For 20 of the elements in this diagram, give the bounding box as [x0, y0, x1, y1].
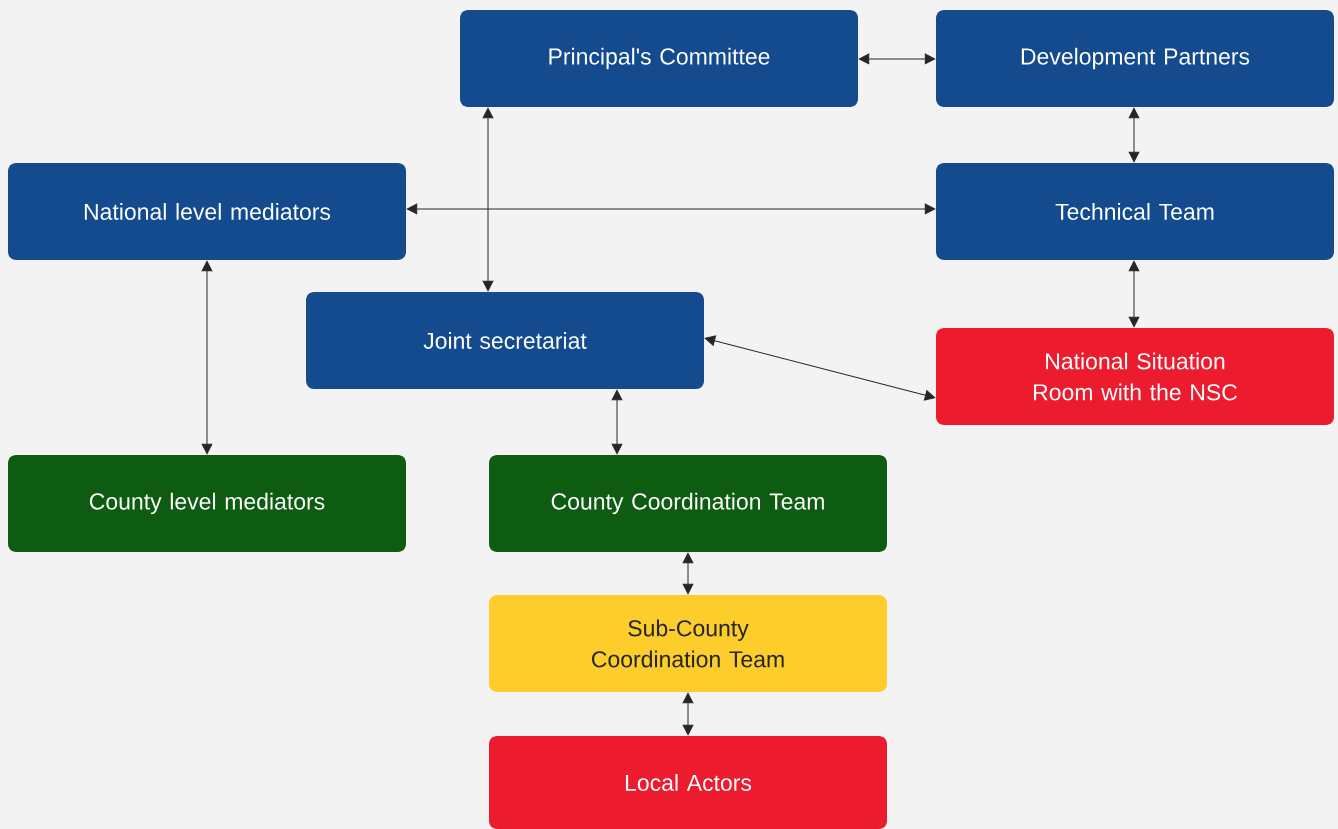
process-box: Principal's Committee: [460, 10, 858, 107]
process-box: Development Partners: [936, 10, 1334, 107]
process-box: Local Actors: [489, 736, 887, 829]
arrow: [682, 552, 694, 595]
arrow: [611, 389, 623, 455]
arrow: [704, 335, 936, 401]
process-box: Technical Team: [936, 163, 1334, 260]
arrow: [858, 53, 936, 65]
process-box: National level mediators: [8, 163, 406, 260]
process-box: National Situation Room with the NSC: [936, 328, 1334, 425]
arrow: [406, 203, 936, 215]
process-box: Sub-County Coordination Team: [489, 595, 887, 692]
arrow: [201, 260, 213, 455]
process-box: Joint secretariat: [306, 292, 704, 389]
process-box: County Coordination Team: [489, 455, 887, 552]
arrow: [1128, 260, 1140, 328]
process-box: County level mediators: [8, 455, 406, 552]
arrow: [682, 692, 694, 736]
arrow: [1128, 107, 1140, 163]
arrow: [482, 107, 494, 292]
